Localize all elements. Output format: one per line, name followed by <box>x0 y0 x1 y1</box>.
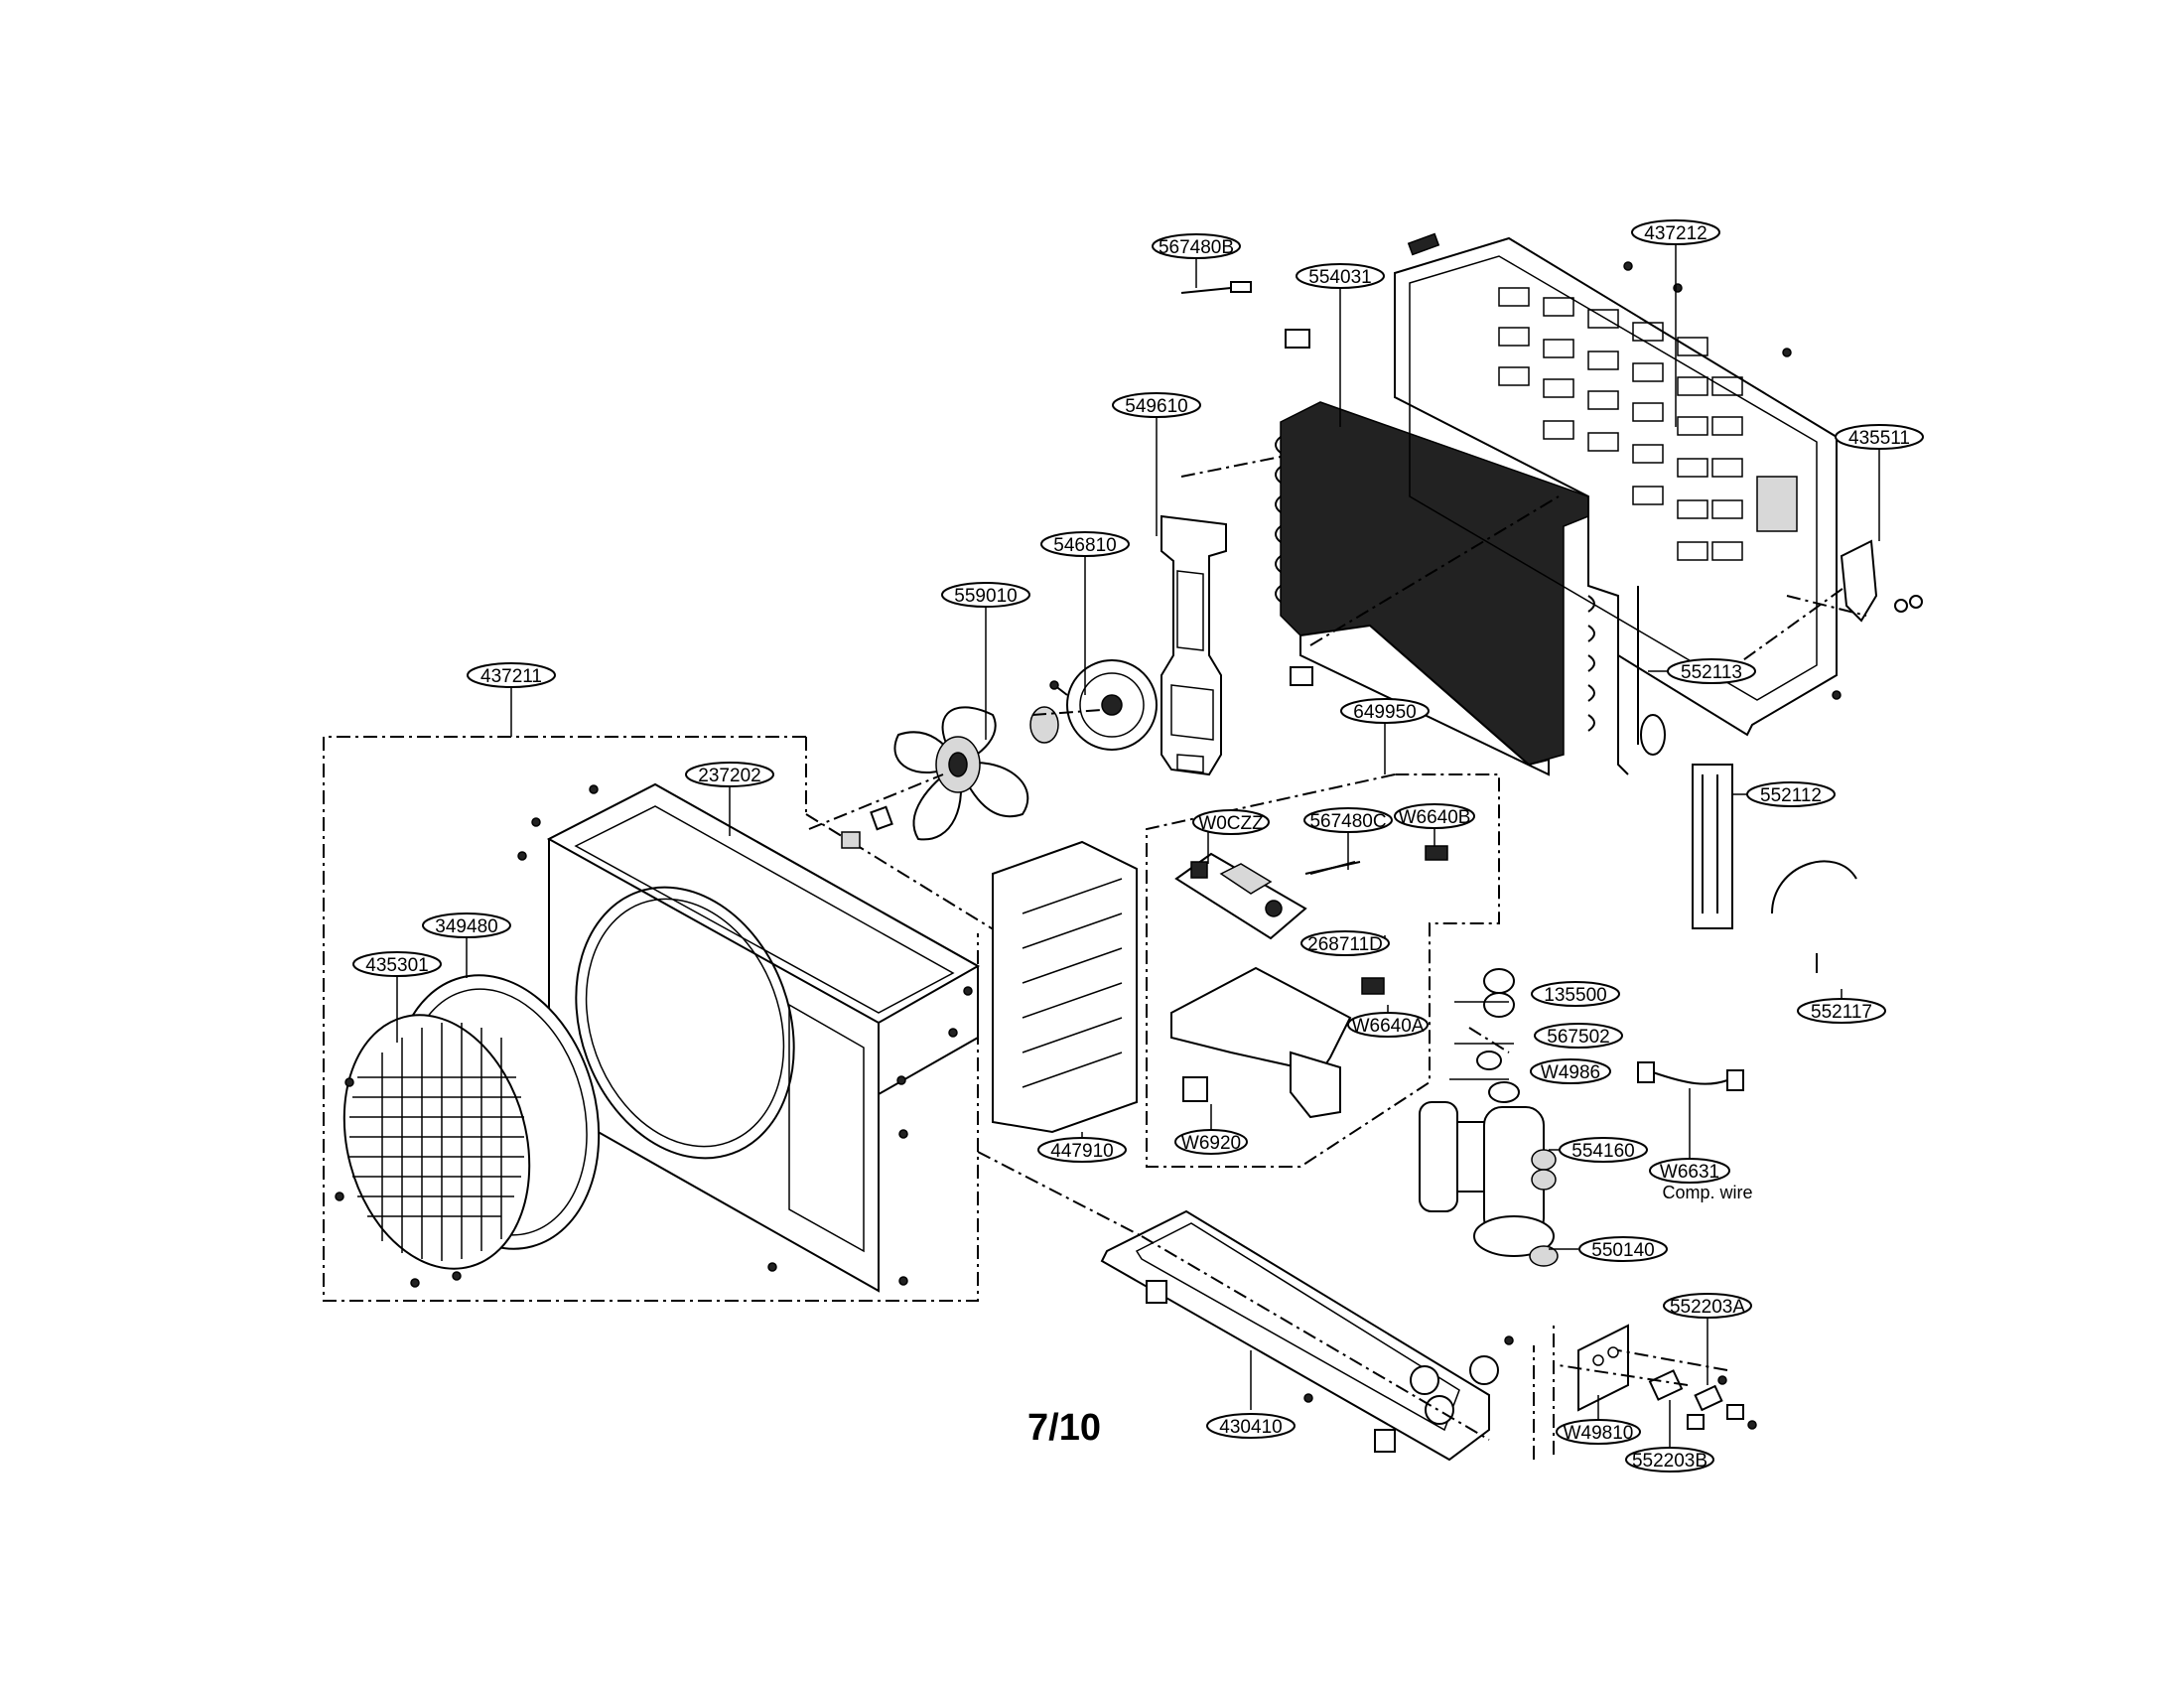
control-box-group-frame <box>1146 773 1500 1168</box>
callout-554031: 554031 <box>1296 263 1385 289</box>
fan-motor <box>1049 659 1158 751</box>
svg-text:549610: 549610 <box>1125 396 1187 417</box>
thermistor-567480B <box>1180 281 1252 294</box>
page-number: 7/10 <box>1027 1407 1101 1449</box>
callout-552112: 552112 <box>1746 781 1836 807</box>
callout-552203A: 552203A <box>1663 1293 1752 1319</box>
svg-text:552112: 552112 <box>1760 785 1822 806</box>
control-box-case <box>1170 845 1448 1119</box>
svg-text:437212: 437212 <box>1644 223 1706 244</box>
fan-nut-washer <box>841 706 1059 849</box>
svg-text:349480: 349480 <box>435 916 497 937</box>
callout-268711D: 268711D <box>1300 930 1390 956</box>
svg-text:268711D: 268711D <box>1307 934 1383 955</box>
callout-430410: 430410 <box>1206 1413 1296 1439</box>
svg-text:447910: 447910 <box>1050 1141 1113 1162</box>
svg-text:W6631: W6631 <box>1660 1162 1719 1183</box>
callout-135500: 135500 <box>1531 981 1620 1007</box>
condenser-coil <box>1275 329 1595 776</box>
callout-437212: 437212 <box>1631 219 1720 245</box>
callout-554160: 554160 <box>1559 1137 1648 1163</box>
callout-550140: 550140 <box>1578 1236 1668 1262</box>
svg-text:546810: 546810 <box>1053 535 1116 556</box>
svg-text:W4986: W4986 <box>1541 1062 1600 1083</box>
svg-text:552203A: 552203A <box>1670 1297 1745 1318</box>
svg-text:550140: 550140 <box>1591 1240 1654 1261</box>
callout-546810: 546810 <box>1040 531 1130 557</box>
leader-lines <box>396 244 1880 1448</box>
svg-text:649950: 649950 <box>1353 702 1416 723</box>
svg-text:W6920: W6920 <box>1181 1133 1241 1154</box>
svg-text:567502: 567502 <box>1547 1027 1609 1048</box>
assembly-lines <box>808 456 1867 1460</box>
callout-552113: 552113 <box>1667 658 1756 684</box>
svg-text:237202: 237202 <box>698 766 760 786</box>
callout-W4986: W4986 <box>1530 1058 1611 1084</box>
callout-567502: 567502 <box>1534 1023 1623 1049</box>
callout-349480: 349480 <box>422 912 511 938</box>
compressor <box>1419 1101 1555 1257</box>
base-pan <box>1100 1209 1514 1462</box>
svg-text:W6640A: W6640A <box>1352 1016 1425 1037</box>
callout-237202: 237202 <box>685 762 774 787</box>
callout-447910: 447910 <box>1037 1137 1127 1163</box>
callout-567480C: 567480C <box>1303 807 1393 833</box>
svg-text:552113: 552113 <box>1681 662 1742 683</box>
callout-W6920: W6920 <box>1174 1129 1248 1155</box>
pipe-assembly-552112 <box>1692 764 1733 929</box>
callout-W6640B: W6640B <box>1394 803 1475 829</box>
front-panel-group-frame <box>323 736 1014 1302</box>
svg-text:552203B: 552203B <box>1632 1451 1707 1472</box>
callout-435511: 435511 <box>1835 424 1924 450</box>
fan-guard-grille <box>335 1014 531 1288</box>
control-pcb <box>1174 852 1307 940</box>
svg-text:W6640B: W6640B <box>1399 807 1471 828</box>
callout-552117: 552117 <box>1797 998 1886 1024</box>
svg-text:437211: 437211 <box>480 666 542 687</box>
callout-649950: 649950 <box>1340 698 1430 724</box>
svg-text:435511: 435511 <box>1848 428 1910 449</box>
svg-text:554160: 554160 <box>1571 1141 1634 1162</box>
svg-text:559010: 559010 <box>954 586 1017 607</box>
callout-437211: 437211 <box>467 662 556 688</box>
svg-text:430410: 430410 <box>1219 1417 1282 1438</box>
svg-text:554031: 554031 <box>1308 267 1371 288</box>
propeller-fan <box>893 706 1029 841</box>
partition-baffle <box>992 840 1138 1134</box>
callout-549610: 549610 <box>1112 392 1201 418</box>
comp-wire-note: Comp. wire <box>1662 1183 1752 1202</box>
callout-W49810: W49810 <box>1556 1419 1641 1445</box>
svg-text:567480C: 567480C <box>1309 811 1386 832</box>
pipe-552117 <box>1771 860 1857 973</box>
rear-cabinet-panel <box>1394 232 1842 737</box>
service-pipe-552113 <box>1617 586 1666 775</box>
callout-567480B: 567480B <box>1152 233 1241 259</box>
svg-text:567480B: 567480B <box>1159 237 1234 258</box>
service-valve-plate <box>1577 1324 1629 1412</box>
panel-screws <box>517 784 973 1286</box>
callout-552203B: 552203B <box>1625 1447 1714 1473</box>
callout-W6631: W6631 <box>1649 1158 1730 1184</box>
compressor-grommets <box>1476 968 1559 1267</box>
svg-text:W0CZZ: W0CZZ <box>1198 813 1264 834</box>
service-valves <box>1648 1369 1757 1430</box>
motor-mount-bracket <box>1160 514 1227 776</box>
callout-W6640A: W6640A <box>1347 1012 1429 1038</box>
callout-435301: 435301 <box>352 951 442 977</box>
side-cover-435511 <box>1840 539 1923 623</box>
callout-559010: 559010 <box>941 582 1030 608</box>
compressor-wire <box>1637 1061 1744 1091</box>
svg-text:435301: 435301 <box>365 955 428 976</box>
front-cabinet-panel <box>546 782 981 1293</box>
svg-text:W49810: W49810 <box>1564 1423 1634 1444</box>
callout-W0CZZ: W0CZZ <box>1192 809 1270 835</box>
svg-text:135500: 135500 <box>1544 985 1606 1006</box>
svg-text:552117: 552117 <box>1811 1002 1872 1023</box>
